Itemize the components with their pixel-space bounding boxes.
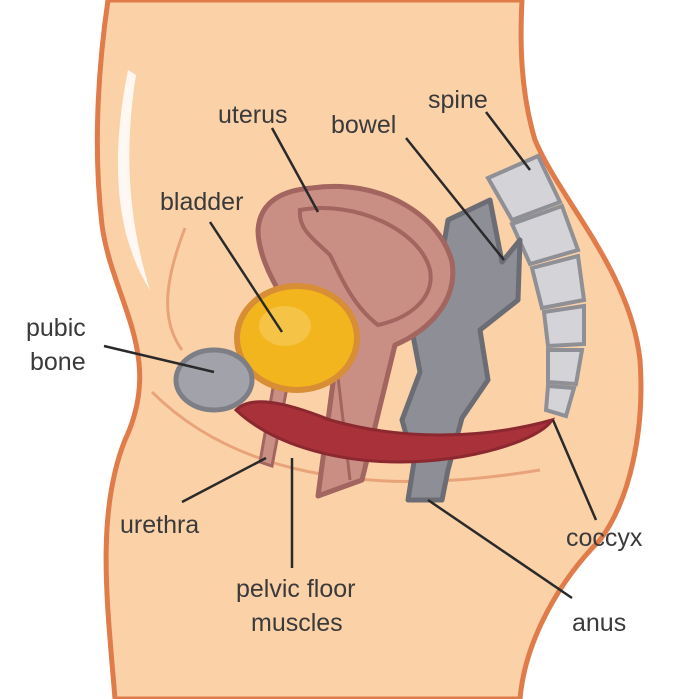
label-urethra: urethra — [120, 511, 199, 539]
label-coccyx: coccyx — [566, 524, 643, 552]
watermark: 大敢跨境 — [13, 677, 76, 692]
label-bladder: bladder — [160, 188, 243, 216]
label-pelvic-floor-2: muscles — [251, 609, 343, 637]
label-uterus: uterus — [218, 101, 287, 129]
pubic-bone — [176, 350, 252, 410]
label-pubic-bone-2: bone — [30, 348, 86, 376]
label-pubic-bone-1: pubic — [26, 314, 86, 342]
label-anus: anus — [572, 609, 626, 637]
watermark-logo-icon — [13, 677, 27, 691]
bladder — [237, 286, 357, 390]
label-pelvic-floor-1: pelvic floor — [236, 575, 356, 603]
label-bowel: bowel — [331, 111, 396, 139]
label-spine: spine — [428, 86, 488, 114]
watermark-text: 大敢跨境 — [32, 678, 76, 692]
